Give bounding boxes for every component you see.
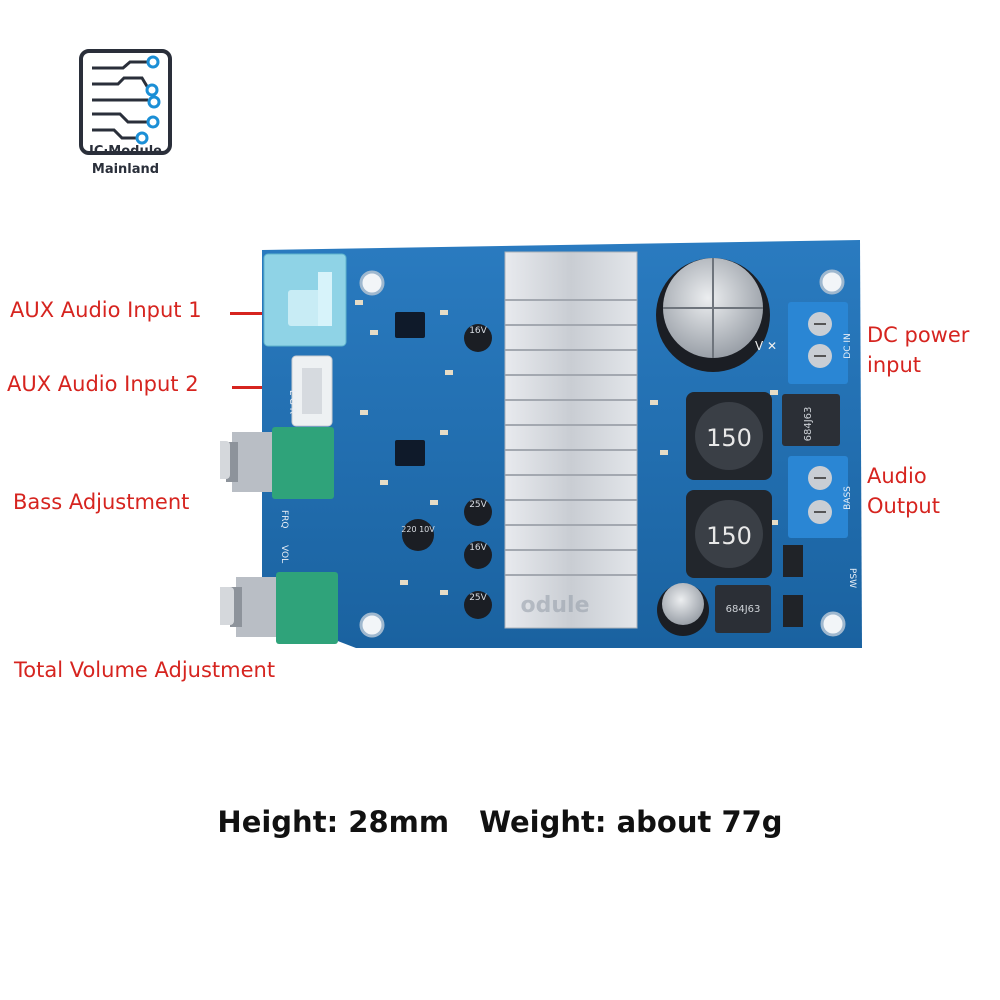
inductor-2: 150 [686, 490, 772, 578]
heatsink: odule [504, 251, 638, 629]
aux-jack-2-connector [291, 355, 333, 427]
label-dc-power-input: DC power input [867, 320, 969, 380]
svg-text:150: 150 [706, 522, 752, 550]
inductor-1: 150 [686, 392, 772, 480]
cap1-label: 16V [469, 326, 487, 336]
cap3-label: 220 10V [401, 525, 435, 534]
smd-chip-2: 684J63 [715, 585, 771, 633]
label-aux-input-1: AUX Audio Input 1 [10, 298, 202, 322]
aux-jack-1 [263, 253, 347, 347]
label-audio-output: Audio Output [867, 461, 940, 521]
label-dc-line1: DC power [867, 323, 970, 347]
specs-line: Height: 28mm Weight: about 77g [0, 805, 1000, 839]
label-dc-line2: input [867, 353, 922, 377]
label-out-line1: Audio [867, 464, 927, 488]
cap4-label: 16V [469, 543, 487, 553]
svg-text:150: 150 [706, 424, 752, 452]
cap2-label: 25V [469, 500, 487, 510]
silk-frq: FRQ [279, 510, 289, 529]
label-aux-input-2: AUX Audio Input 2 [7, 372, 199, 396]
spec-height: Height: 28mm [217, 805, 450, 839]
svg-text:DC IN: DC IN [843, 333, 853, 358]
dc-input-terminal: DC IN [788, 302, 853, 384]
brand-name-line2: Mainland [91, 162, 160, 177]
label-bass-adjustment: Bass Adjustment [13, 490, 190, 514]
brand-name-line1: IC·Module [88, 144, 163, 159]
spec-weight: Weight: about 77g [479, 805, 783, 839]
amplifier-board: 16V 25V 220 10V 16V 25V odule V ✕ 150 [220, 240, 862, 648]
volume-potentiometer [220, 572, 338, 644]
main-capacitor: V ✕ [656, 258, 777, 372]
silk-psw: PSW [847, 568, 857, 588]
bass-potentiometer [220, 427, 334, 499]
label-out-line2: Output [867, 494, 940, 518]
circuit-traces-icon [79, 49, 172, 155]
watermark: odule [521, 593, 590, 618]
label-total-volume-adjustment: Total Volume Adjustment [14, 658, 276, 682]
mounting-holes [359, 269, 846, 638]
svg-text:684J63: 684J63 [726, 604, 761, 615]
small-capacitors: 16V 25V 220 10V 16V 25V [401, 324, 492, 619]
smd-chip-1: 684J63 [782, 394, 840, 446]
silk-vol: VOL [279, 545, 289, 563]
main-cap-print: V ✕ [755, 339, 777, 353]
leader-aux-input-1 [230, 312, 264, 315]
audio-output-terminal: BASS [788, 456, 853, 538]
cap5-label: 25V [469, 593, 487, 603]
svg-text:684J63: 684J63 [803, 407, 814, 442]
silk-lr: L G R [287, 390, 297, 414]
svg-text:BASS: BASS [843, 486, 853, 510]
